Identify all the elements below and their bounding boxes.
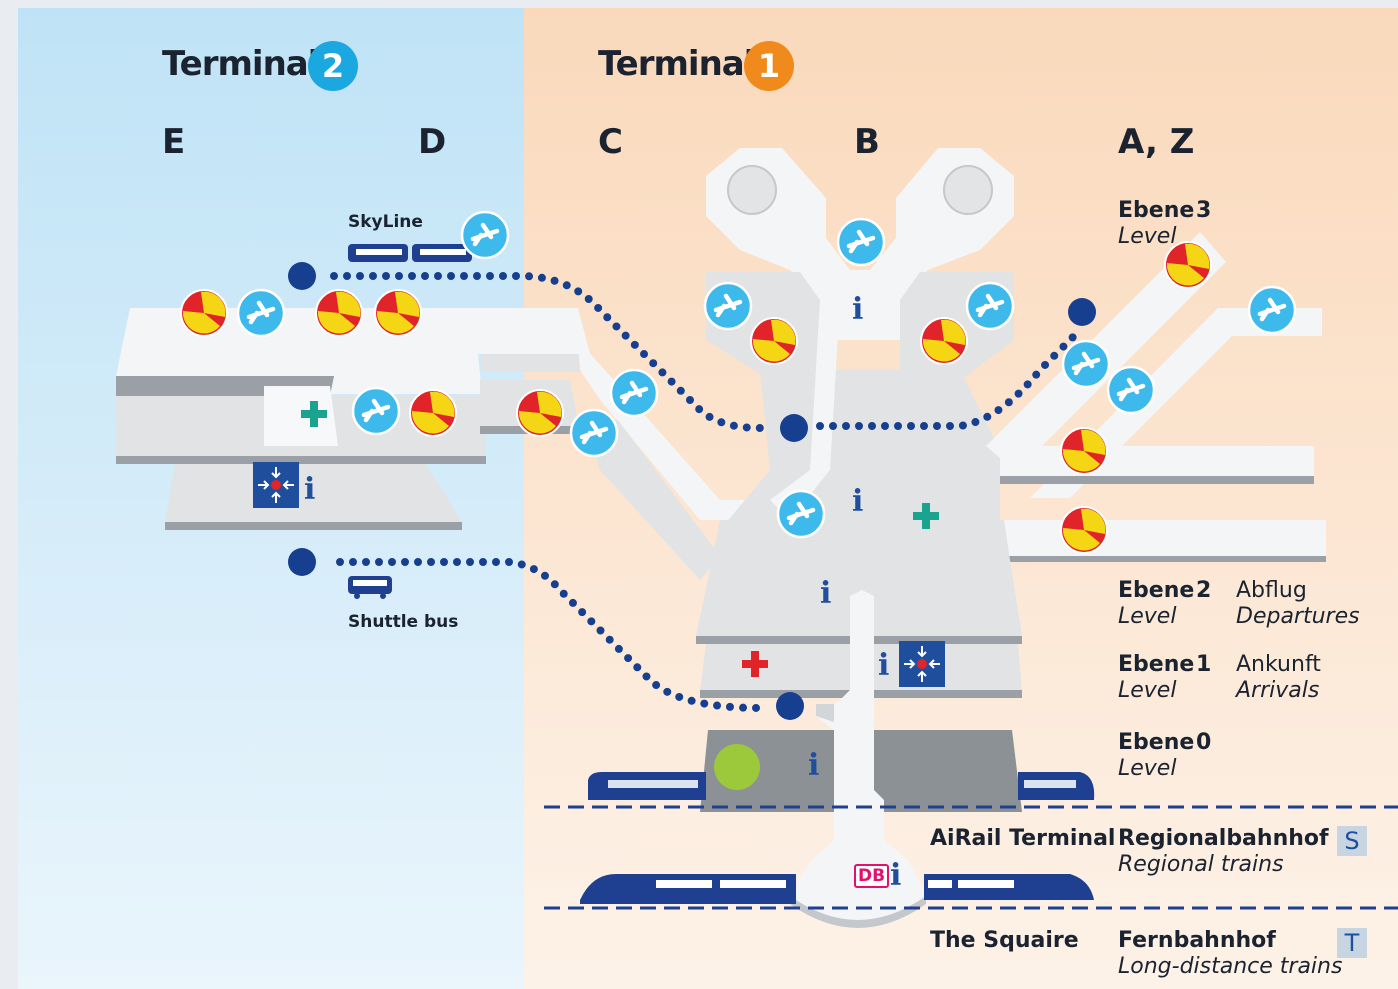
- info-icon: i: [852, 484, 864, 519]
- pier-c-label: C: [598, 122, 623, 162]
- departure-plane-icon: [1108, 367, 1154, 413]
- level-3-level: Level: [1118, 224, 1177, 249]
- departure-plane-icon: [967, 283, 1013, 329]
- departure-plane-icon: [611, 370, 657, 416]
- green-marker-icon: [714, 744, 760, 790]
- level-2-ebene: Ebene: [1118, 578, 1195, 603]
- pier-b-label: B: [854, 122, 880, 162]
- terminal-2-badge: 2: [308, 41, 358, 91]
- departure-plane-icon: [1063, 341, 1109, 387]
- departure-plane-icon: [1249, 287, 1295, 333]
- info-icon: i: [808, 748, 820, 783]
- info-icon: i: [890, 858, 902, 893]
- meeting-point-icon: [180, 289, 228, 337]
- skyline-route: [330, 272, 1078, 712]
- level-2-level: Level: [1118, 604, 1177, 629]
- skyline-label: SkyLine: [348, 212, 423, 232]
- departure-plane-icon: [353, 388, 399, 434]
- level-1-ebene: Ebene: [1118, 652, 1195, 677]
- station-dot: [776, 692, 804, 720]
- arrivals-de: Ankunft: [1236, 652, 1321, 677]
- airail-terminal-label: AiRail Terminal: [930, 826, 1116, 851]
- meeting-point-icon: [1060, 506, 1108, 554]
- info-icon: i: [304, 472, 316, 507]
- level-0-number: 0: [1196, 730, 1212, 755]
- long-distance-trains-label: Long-distance trains: [1118, 954, 1343, 979]
- meeting-point-icon: [750, 317, 798, 365]
- squaire-label: The Squaire: [930, 928, 1079, 953]
- service-point-icon: [898, 640, 946, 688]
- departure-plane-icon: [462, 212, 508, 258]
- s-bahn-badge: S: [1337, 826, 1367, 856]
- departure-plane-icon: [571, 410, 617, 456]
- info-icon: i: [820, 576, 832, 611]
- terminal-2-building: [116, 308, 598, 530]
- meeting-point-icon: [315, 289, 363, 337]
- bus-icon: [348, 576, 392, 599]
- level-0-ebene: Ebene: [1118, 730, 1195, 755]
- info-icon: i: [852, 292, 864, 327]
- station-dot: [288, 262, 316, 290]
- meeting-point-icon: [1060, 427, 1108, 475]
- departures-de: Abflug: [1236, 578, 1307, 603]
- departures-en: Departures: [1236, 604, 1360, 629]
- pier-e-label: E: [162, 122, 186, 162]
- arrivals-en: Arrivals: [1236, 678, 1320, 703]
- db-logo: DB: [854, 864, 890, 888]
- train-icon: [1018, 772, 1095, 800]
- departure-plane-icon: [705, 283, 751, 329]
- level-2-number: 2: [1196, 578, 1212, 603]
- meeting-point-icon: [516, 389, 564, 437]
- level-3-number: 3: [1196, 198, 1212, 223]
- terminal-1-badge: 1: [744, 41, 794, 91]
- level-1-number: 1: [1196, 652, 1212, 677]
- service-point-icon: [252, 461, 300, 509]
- station-dot: [288, 548, 316, 576]
- level-3-ebene: Ebene: [1118, 198, 1195, 223]
- regional-station-label: Regionalbahnhof: [1118, 826, 1329, 851]
- regional-trains-label: Regional trains: [1118, 852, 1284, 877]
- level-1-level: Level: [1118, 678, 1177, 703]
- pier-d-label: D: [418, 122, 447, 162]
- station-dot: [1068, 298, 1096, 326]
- info-icon: i: [878, 648, 890, 683]
- skyline-train-icon: [348, 244, 472, 262]
- pier-az-label: A, Z: [1118, 122, 1195, 162]
- station-dot: [780, 414, 808, 442]
- meeting-point-icon: [409, 389, 457, 437]
- departure-plane-icon: [778, 491, 824, 537]
- meeting-point-icon: [374, 289, 422, 337]
- meeting-point-icon: [920, 317, 968, 365]
- terminal-1-title: Terminal: [598, 44, 755, 84]
- shuttle-bus-label: Shuttle bus: [348, 612, 459, 632]
- long-distance-station-label: Fernbahnhof: [1118, 928, 1276, 953]
- train-icon: [580, 874, 1094, 904]
- departure-plane-icon: [238, 290, 284, 336]
- level-0-level: Level: [1118, 756, 1177, 781]
- departure-plane-icon: [838, 219, 884, 265]
- terminal-2-title: Terminal: [162, 44, 319, 84]
- t-badge: T: [1337, 928, 1367, 958]
- train-icon: [588, 772, 706, 800]
